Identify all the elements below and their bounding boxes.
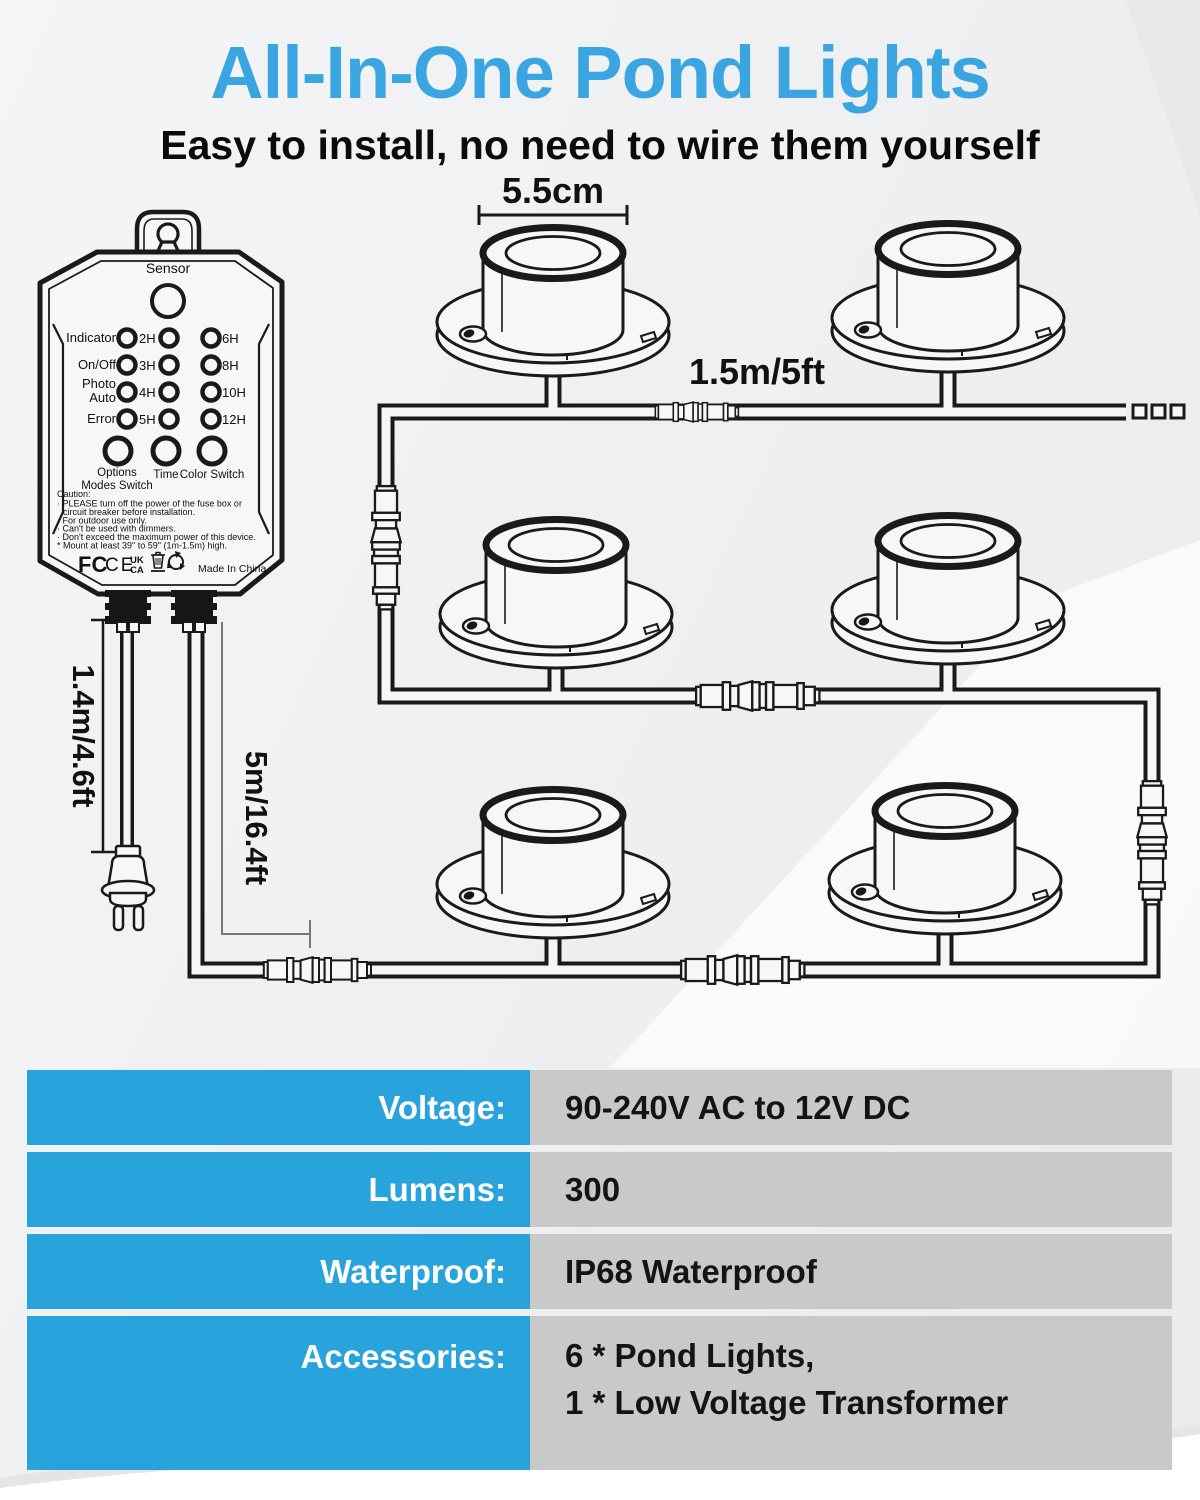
cable-connector xyxy=(370,484,402,611)
spec-value-voltage: 90-240V AC to 12V DC xyxy=(530,1070,1172,1145)
caution-line: circuit breaker before installation. xyxy=(63,507,195,517)
spec-label-lumens: Lumens: xyxy=(27,1152,530,1227)
dim-main-cable-label: 5m/16.4ft xyxy=(239,751,274,885)
certification-marks: FC CE UK CA Made In China xyxy=(78,551,266,577)
timer-label: 8H xyxy=(222,358,239,373)
pond-light-2 xyxy=(832,224,1064,373)
dim-spacing-label: 1.5m/5ft xyxy=(689,351,825,392)
spec-value-text: 6 * Pond Lights, xyxy=(565,1337,815,1374)
dim-power-cord: 1.4m/4.6ft xyxy=(66,618,115,854)
led-panel: Indicator 2H 6H On/Off 3H 8H Photo Auto … xyxy=(66,327,246,430)
spec-value-accessories: 6 * Pond Lights, 1 * Low Voltage Transfo… xyxy=(530,1316,1172,1470)
caution-line: · Don't exceed the maximum power of this… xyxy=(57,532,256,542)
timer-label: 10H xyxy=(222,385,246,400)
corner-shade xyxy=(1126,0,1200,214)
spec-label-voltage: Voltage: xyxy=(27,1070,530,1145)
mounting-tab xyxy=(134,209,202,255)
pond-light-4 xyxy=(832,516,1064,665)
button-label: Options xyxy=(97,467,137,479)
pond-light-5 xyxy=(437,790,669,939)
cable-connector xyxy=(1136,779,1168,906)
led-onoff xyxy=(116,354,138,376)
timer-label: 6H xyxy=(222,331,239,346)
recycle-icon xyxy=(167,551,185,570)
led-row-label: On/Off xyxy=(78,357,116,372)
led-row-label: Photo xyxy=(82,376,116,391)
sensor-label: Sensor xyxy=(146,260,191,276)
pond-light-3 xyxy=(440,520,672,669)
led-timer xyxy=(200,354,222,376)
spec-table: Voltage: 90-240V AC to 12V DC Lumens: 30… xyxy=(27,1070,1172,1477)
cable-connector xyxy=(654,401,740,423)
spec-value-text: IP68 Waterproof xyxy=(565,1253,817,1290)
button-label: Color Switch xyxy=(180,469,245,481)
time-button xyxy=(150,435,182,467)
spec-value-waterproof: IP68 Waterproof xyxy=(530,1234,1172,1309)
spec-value-text: 300 xyxy=(565,1171,621,1208)
caution-text: Caution: · PLEASE turn off the power of … xyxy=(57,489,256,551)
color-switch-button xyxy=(196,435,228,467)
table-row: Lumens: 300 xyxy=(27,1152,1172,1227)
led-row-label: Error xyxy=(87,411,117,426)
button-panel: Options Modes Switch Time Color Switch xyxy=(81,435,245,492)
made-in-label: Made In China xyxy=(198,563,266,575)
led-indicator xyxy=(116,327,138,349)
cable-gland xyxy=(171,590,217,633)
caution-line: * Mount at least 39" to 59" (1m-1.5m) hi… xyxy=(57,541,227,551)
led-timer xyxy=(200,408,222,430)
caution-line: · Can't be used with dimmers. xyxy=(57,524,176,534)
transformer-box: Sensor Indicator 2H 6H On/Off 3H 8H Phot… xyxy=(37,209,285,633)
led-timer xyxy=(200,327,222,349)
sensor-window xyxy=(150,283,186,319)
led-timer xyxy=(158,408,180,430)
page-subtitle: Easy to install, no need to wire them yo… xyxy=(160,122,1040,168)
timer-label: 12H xyxy=(222,412,246,427)
power-plug xyxy=(100,844,156,932)
led-row-label: Auto xyxy=(89,390,116,405)
button-label: Modes Switch xyxy=(81,480,153,492)
timer-label: 2H xyxy=(139,331,156,346)
table-row: Accessories: 6 * Pond Lights, 1 * Low Vo… xyxy=(27,1316,1172,1470)
led-row-label: Indicator xyxy=(66,330,117,345)
led-photo-auto xyxy=(116,381,138,403)
continuation-squares xyxy=(1131,403,1186,420)
dim-main-cable: 5m/16.4ft xyxy=(221,622,311,948)
pond-light-1 xyxy=(437,228,669,377)
timer-label: 3H xyxy=(139,358,156,373)
spec-value-lumens: 300 xyxy=(530,1152,1172,1227)
led-timer xyxy=(158,354,180,376)
ukca-icon-2: CA xyxy=(130,565,144,576)
button-label: Time xyxy=(153,469,178,481)
caution-line: · For outdoor use only. xyxy=(57,516,147,526)
page-title: All-In-One Pond Lights xyxy=(210,31,991,114)
spec-label-waterproof: Waterproof: xyxy=(27,1234,530,1309)
ce-icon: CE xyxy=(105,555,135,576)
led-error xyxy=(116,408,138,430)
spec-value-text: 1 * Low Voltage Transformer xyxy=(565,1384,1009,1421)
cable-connector xyxy=(679,954,806,986)
led-timer xyxy=(158,327,180,349)
caution-line: Caution: xyxy=(57,489,91,499)
weee-bin-icon xyxy=(151,551,165,572)
dim-light-width: 5.5cm xyxy=(477,170,629,225)
options-modes-button xyxy=(102,435,134,467)
cable-connector xyxy=(262,956,373,984)
timer-label: 4H xyxy=(139,385,156,400)
caution-line: · PLEASE turn off the power of the fuse … xyxy=(57,499,242,509)
spec-value-text: 90-240V AC to 12V DC xyxy=(565,1089,911,1126)
led-timer xyxy=(158,381,180,403)
table-row: Voltage: 90-240V AC to 12V DC xyxy=(27,1070,1172,1145)
table-row: Waterproof: IP68 Waterproof xyxy=(27,1234,1172,1309)
spec-label-accessories: Accessories: xyxy=(27,1316,530,1470)
cable-connector xyxy=(694,680,821,712)
dim-light-width-label: 5.5cm xyxy=(502,170,604,211)
cable-gland xyxy=(105,590,151,633)
ukca-icon: UK xyxy=(130,555,144,566)
fcc-icon: FC xyxy=(78,552,107,577)
timer-label: 5H xyxy=(139,412,156,427)
dim-power-cord-label: 1.4m/4.6ft xyxy=(66,664,101,807)
led-timer xyxy=(200,381,222,403)
